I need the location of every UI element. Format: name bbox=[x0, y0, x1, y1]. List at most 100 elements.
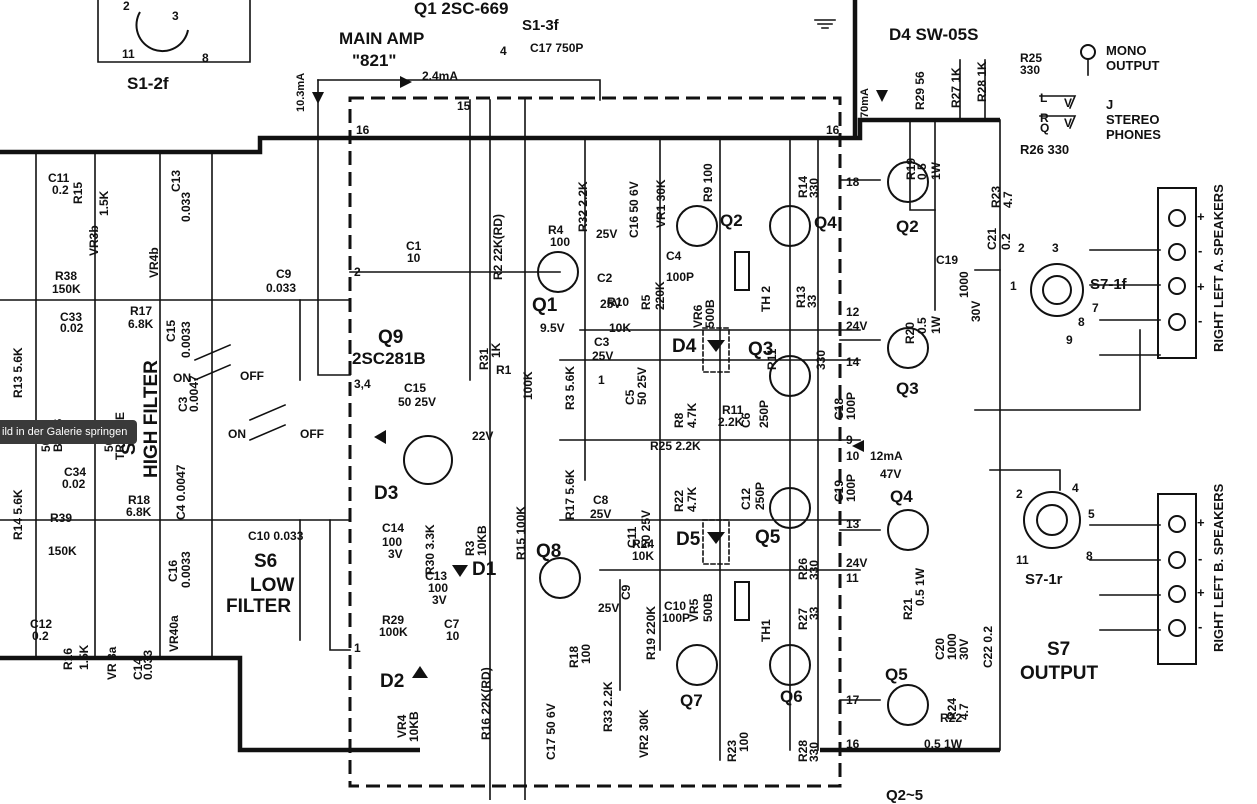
component-label-q7: Q7 bbox=[680, 691, 703, 710]
node-number: 2 bbox=[354, 265, 361, 279]
voltage-22v: 22V bbox=[472, 429, 494, 443]
node-number: 8 bbox=[202, 51, 209, 65]
node-number: 17 bbox=[846, 693, 860, 707]
component-label-r15: R15 bbox=[71, 181, 85, 204]
voltage-47v: 47V bbox=[880, 467, 902, 481]
component-label-r18bv: 100 bbox=[579, 643, 593, 664]
node-number: 3 bbox=[1052, 241, 1059, 255]
component-label-c1: C1 bbox=[406, 239, 422, 253]
component-label-r11b: R11 bbox=[722, 403, 744, 417]
component-label-vr40a: VR40a bbox=[167, 615, 181, 652]
component-label-r3: R3 5.6K bbox=[563, 365, 577, 410]
component-label-r24b: R24 bbox=[632, 537, 655, 551]
node-number: R bbox=[1040, 111, 1049, 125]
component-label-r28r: R28 1K bbox=[975, 61, 989, 102]
filter-label: FILTER bbox=[226, 596, 292, 617]
component-label-r22rv: 0.5 1W bbox=[924, 737, 963, 751]
s7-1r-label: S7-1r bbox=[1025, 571, 1063, 588]
component-label-c12: C12 bbox=[739, 487, 753, 510]
component-label-c12v: 250P bbox=[753, 481, 767, 510]
component-label-c3n: 1 bbox=[598, 373, 605, 387]
component-label-r16b: R16 22K(RD) bbox=[479, 667, 493, 740]
node-number: 8 bbox=[1078, 315, 1085, 329]
component-label-c3: C3 bbox=[594, 335, 610, 349]
node-number: 2 bbox=[123, 0, 130, 13]
node-number: 16 bbox=[826, 123, 840, 137]
node-number: 8 bbox=[1086, 549, 1093, 563]
component-label-vr6v: 500B bbox=[703, 299, 717, 328]
gallery-caption[interactable]: ild in der Galerie springen bbox=[0, 420, 138, 444]
component-label-r18v: 6.8K bbox=[126, 505, 152, 519]
component-label-c14lv: 0.033 bbox=[141, 649, 155, 680]
component-label-r9: R9 100 bbox=[701, 163, 715, 202]
component-label-c14v: 100 bbox=[382, 535, 403, 549]
component-label-c34: C34 bbox=[64, 465, 87, 479]
component-label-c14v2: 3V bbox=[388, 547, 403, 561]
component-label-c34v: 0.02 bbox=[62, 477, 86, 491]
voltage-24v-a: 24V bbox=[846, 319, 868, 333]
component-label-c13bv2: 3V bbox=[432, 593, 447, 607]
s1-2f-label: S1-2f bbox=[127, 74, 169, 93]
voltage-24v-b: 24V bbox=[846, 556, 868, 570]
component-label-c21v: 0.2 bbox=[999, 233, 1013, 250]
terminal-markers bbox=[1168, 209, 1186, 637]
component-label-q5r: Q5 bbox=[885, 665, 908, 684]
component-label-c33v: 0.02 bbox=[60, 321, 84, 335]
component-label-c3v: 25V bbox=[592, 349, 614, 363]
component-label-c9: C9 bbox=[276, 267, 292, 281]
node-number: 2 bbox=[1018, 241, 1025, 255]
node-number: 2 bbox=[1016, 487, 1023, 501]
node-number: V bbox=[1064, 96, 1073, 110]
component-label-on1: ON bbox=[173, 371, 191, 385]
component-label-c10bv: 100P bbox=[662, 611, 691, 625]
node-number: 16 bbox=[356, 123, 370, 137]
component-label-r19rv: 0.5 bbox=[915, 163, 929, 180]
component-label-r23bv: 100 bbox=[737, 731, 751, 752]
node-number: L bbox=[1040, 91, 1048, 105]
node-number: 4 bbox=[1072, 481, 1079, 495]
component-label-r39v: 150K bbox=[48, 544, 77, 558]
component-label-r8v: 4.7K bbox=[685, 402, 699, 428]
node-number: Q bbox=[1040, 121, 1050, 135]
component-label-vr3v: 10KB bbox=[475, 525, 489, 556]
component-label-r1v: 100K bbox=[521, 371, 535, 400]
main-amp-code: "821" bbox=[352, 51, 397, 70]
current-70ma: 70mA bbox=[859, 88, 871, 118]
component-label-vr5v: 500B bbox=[701, 593, 715, 622]
component-label-q4: Q4 bbox=[814, 213, 837, 232]
component-label-r16: R16 bbox=[61, 647, 75, 670]
component-label-r8: R8 bbox=[672, 412, 686, 428]
component-label-c17b: C17 50 6V bbox=[544, 703, 558, 760]
component-label-r25rv: 330 bbox=[1020, 63, 1041, 77]
node-number: 5 bbox=[1088, 507, 1095, 521]
component-label-r30: R30 3.3K bbox=[423, 524, 437, 575]
component-label-r18: R18 bbox=[128, 493, 151, 507]
node-number: 7 bbox=[1092, 301, 1099, 315]
node-number: 11 bbox=[846, 571, 859, 585]
node-number: 14 bbox=[846, 355, 860, 369]
term-plus-3: + bbox=[1197, 515, 1205, 530]
node-number: 13 bbox=[846, 517, 860, 531]
component-label-c15v: 0.0033 bbox=[179, 321, 193, 358]
node-number: 16 bbox=[846, 737, 860, 751]
component-label-c16: C16 50 6V bbox=[627, 181, 641, 238]
a-speakers-label: RIGHT LEFT A. SPEAKERS bbox=[1211, 184, 1226, 352]
component-label-c4l: C4 0.0047 bbox=[174, 464, 188, 520]
output-label: OUTPUT bbox=[1020, 663, 1099, 684]
component-label-d4: D4 bbox=[672, 336, 697, 357]
component-label-r5v: 220K bbox=[653, 281, 667, 310]
component-label-r11bv: 2.2K bbox=[718, 415, 744, 429]
component-label-r29b: R29 bbox=[382, 613, 405, 627]
component-label-c15b: C15 bbox=[404, 381, 427, 395]
component-label-c6v: 250P bbox=[757, 399, 771, 428]
component-label-c13bv: 100 bbox=[428, 581, 449, 595]
s1-3f-label: S1-3f bbox=[522, 17, 559, 34]
node-number: 11 bbox=[1016, 553, 1029, 567]
component-label-r11v: 330 bbox=[814, 349, 828, 370]
component-label-on2: ON bbox=[228, 427, 246, 441]
component-label-q2: Q2 bbox=[720, 211, 743, 230]
component-label-c11v: 0.2 bbox=[52, 183, 69, 197]
term-plus-4: + bbox=[1197, 585, 1205, 600]
node-number: V bbox=[1064, 116, 1073, 130]
node-number: 4 bbox=[500, 44, 507, 58]
